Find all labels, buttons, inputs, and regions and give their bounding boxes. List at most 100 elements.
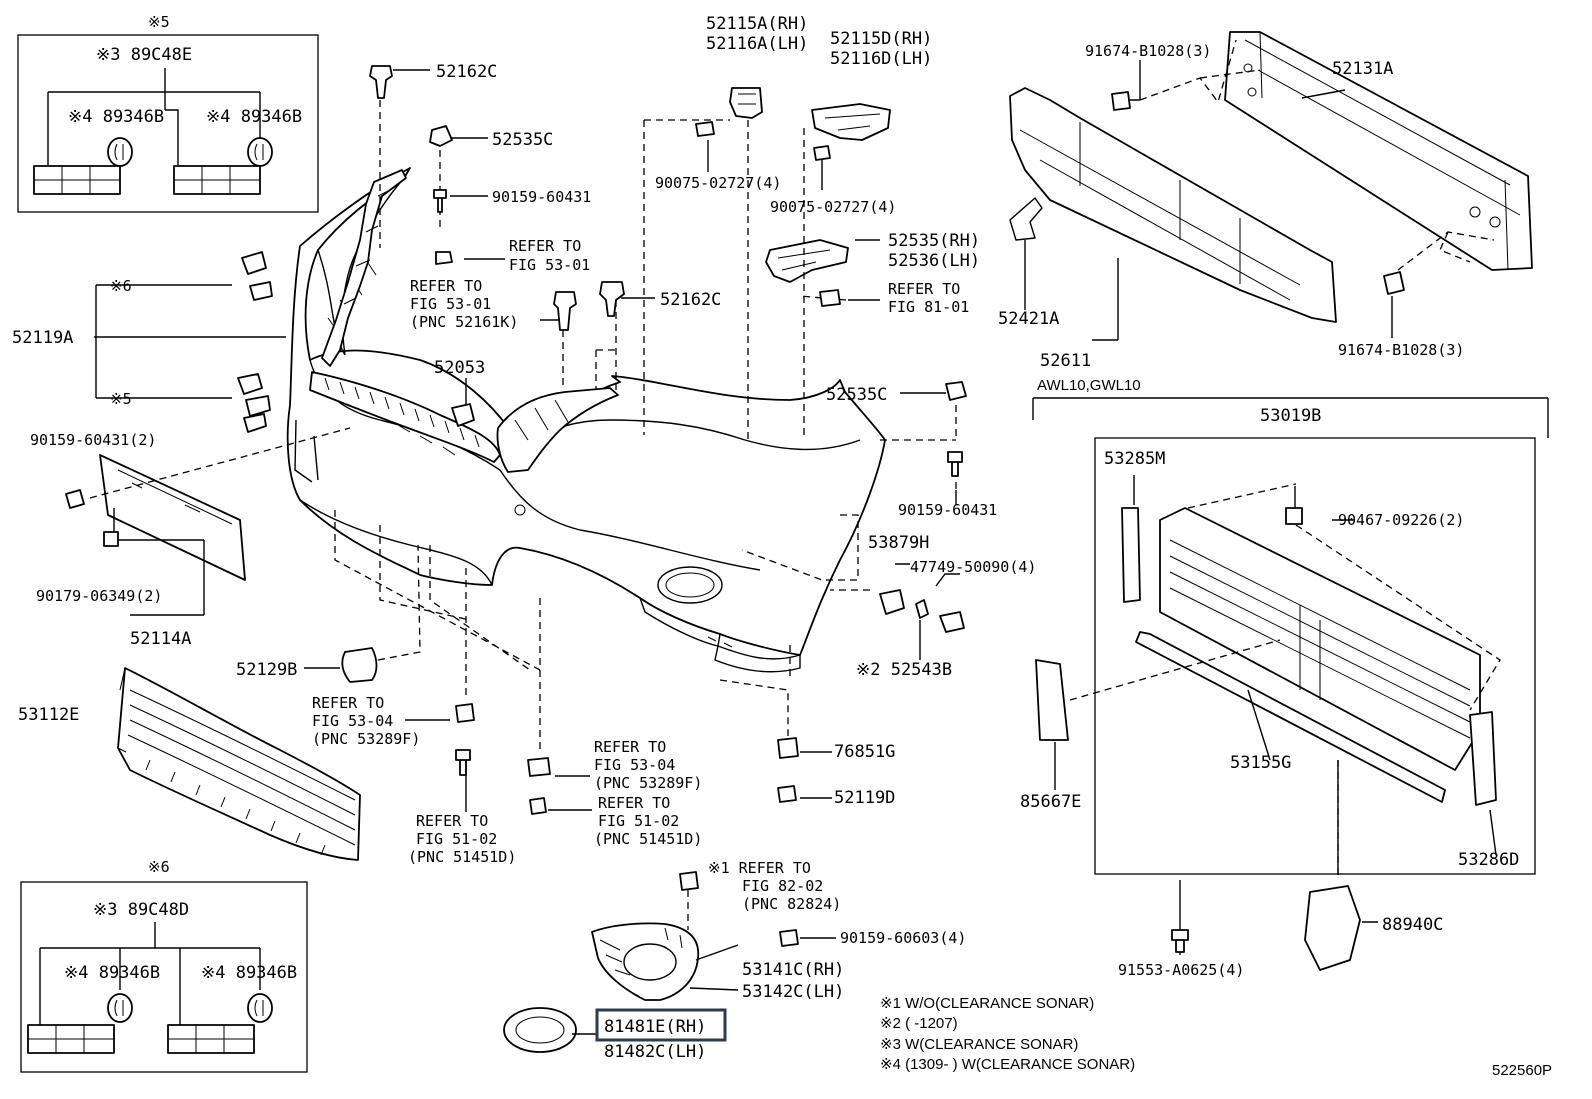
label-refer-53-04-b-line1: REFER TO (594, 738, 666, 756)
side-retainer-left (321, 169, 407, 367)
label-47749: 47749-50090(4) (910, 558, 1036, 576)
clip-refer-82-02-icon (679, 871, 699, 891)
upper-retainer-strip (309, 371, 501, 463)
clip-refer-53-04-a-icon (455, 703, 475, 723)
clip-refer-53-04-b-icon (527, 757, 551, 777)
inset-top-frame (17, 34, 319, 213)
label-53112E: 53112E (18, 705, 79, 725)
clip-52053-icon (451, 403, 475, 427)
grommets-mark5-icon (237, 373, 271, 433)
label-refer-53-01-b-line2: FIG 53-01 (410, 295, 491, 313)
label-52536-lh: 52536(LH) (888, 251, 980, 271)
label-90159-60603: 90159-60603(4) (840, 929, 966, 947)
bolt-90159-60431-right-icon (947, 451, 963, 477)
label-52162C-top: 52162C (436, 62, 497, 82)
label-52535C-right: 52535C (826, 385, 887, 405)
reinforcement-52131A (1224, 31, 1533, 271)
label-90159-60431-top: 90159-60431 (492, 188, 591, 206)
label-refer-82-02-line1: ※1 REFER TO (708, 859, 811, 877)
shutter-assembly-53019B (1032, 397, 1549, 971)
label-refer-51-02-a-line1: REFER TO (416, 812, 488, 830)
label-model-note: AWL10,GWL10 (1037, 377, 1141, 394)
cap-52129B (341, 647, 378, 683)
nut-90179-06349-icon (103, 531, 119, 547)
label-52162C-mid: 52162C (660, 290, 721, 310)
label-53879H: 53879H (868, 533, 929, 553)
label-mark5: ※5 (110, 390, 132, 408)
label-refer-82-02-line3: (PNC 82824) (742, 895, 841, 913)
label-refer-53-01-a-line2: FIG 53-01 (509, 256, 590, 274)
label-refer-53-01-a-line1: REFER TO (509, 237, 581, 255)
screw-52119D-icon (777, 785, 797, 803)
label-refer-82-02-line2: FIG 82-02 (742, 877, 823, 895)
footnote-1: ※1 W/O(CLEARANCE SONAR) (880, 995, 1094, 1012)
bumper-cover-52119A (286, 167, 886, 673)
label-refer-53-04-a-line3: (PNC 53289F) (312, 730, 420, 748)
sonar-retainer-left (33, 165, 121, 195)
screw-refer-51-02-a-icon (455, 749, 471, 776)
label-refer-53-04-a-line2: FIG 53-04 (312, 712, 393, 730)
label-52114A: 52114A (130, 629, 191, 649)
label-52543B: ※2 52543B (856, 660, 952, 680)
label-91674-top: 91674-B1028(3) (1085, 42, 1211, 60)
bracket-52115A (729, 87, 763, 119)
clip-52162C-mid-icon (599, 281, 625, 317)
label-refer-51-02-b-line2: FIG 51-02 (598, 812, 679, 830)
inset-top-right-clip: ※4 89346B (206, 107, 302, 127)
bracket-52115D (811, 103, 891, 141)
label-refer-53-04-b-line3: (PNC 53289F) (594, 774, 702, 792)
label-52115D-rh: 52115D(RH) (830, 29, 932, 49)
highlight-box-81481E (595, 1008, 727, 1042)
label-refer-53-04-b-line2: FIG 53-04 (594, 756, 675, 774)
label-52119D: 52119D (834, 788, 895, 808)
clip-90467-icon (1285, 507, 1303, 525)
label-53285M: 53285M (1104, 449, 1165, 469)
label-81481E[interactable]: 81481E(RH) (604, 1017, 706, 1037)
center-retainer-bracket (496, 387, 619, 473)
fastener-symbols (65, 65, 1405, 953)
sonar-retainer-right (167, 1024, 255, 1054)
inset-bottom-mark: ※6 (148, 858, 170, 876)
label-refer-81-01-line2: FIG 81-01 (888, 298, 969, 316)
label-refer-53-01-b-line1: REFER TO (410, 277, 482, 295)
label-81482C: 81482C(LH) (604, 1042, 706, 1062)
bolt-91553-icon (1171, 929, 1189, 953)
clip-52161K-icon (553, 291, 577, 331)
label-90467: 90467-09226(2) (1338, 511, 1464, 529)
bracket-52535 (765, 239, 849, 283)
label-refer-51-02-b-line1: REFER TO (598, 794, 670, 812)
footnote-2: ※2 ( -1207) (880, 1015, 958, 1032)
label-52119A: 52119A (12, 328, 73, 348)
bolt-90159-60431-icon (433, 189, 447, 213)
screw-refer-51-02-b-icon (529, 797, 547, 815)
label-91674-bottom: 91674-B1028(3) (1338, 341, 1464, 359)
nut-52535C-icon (429, 125, 453, 147)
bolt-90075-left-icon (695, 121, 715, 137)
inset-bottom: ※6 ※3 89C48D ※4 89346B ※4 89346B (20, 858, 308, 1073)
label-mark6: ※6 (110, 277, 132, 295)
bolt-47749-icon (939, 611, 965, 633)
bolt-91674-bottom-icon (1383, 271, 1405, 295)
label-refer-51-02-b-line3: (PNC 51451D) (594, 830, 702, 848)
inset-bottom-main-part: ※3 89C48D (93, 900, 189, 920)
label-76851G: 76851G (834, 742, 895, 762)
clip-52162C-icon (369, 65, 393, 99)
label-52115A-rh: 52115A(RH) (706, 14, 808, 34)
label-91553: 91553-A0625(4) (1118, 961, 1244, 979)
bolt-90075-right-icon (813, 145, 831, 161)
label-refer-53-04-a-line1: REFER TO (312, 694, 384, 712)
label-refer-53-01-b-line3: (PNC 52161K) (410, 313, 518, 331)
label-53141C-rh: 53141C(RH) (742, 960, 844, 980)
sonar-retainer-left (27, 1024, 115, 1054)
label-52116D-lh: 52116D(LH) (830, 49, 932, 69)
inset-top-left-clip: ※4 89346B (68, 107, 164, 127)
leader-lines (89, 39, 1501, 1035)
lower-grille-53112E (117, 667, 361, 861)
label-52116A-lh: 52116A(LH) (706, 34, 808, 54)
fog-bracket-53141C (591, 922, 700, 1001)
inset-bottom-frame (20, 881, 308, 1073)
bolt-90159-60431-2-icon (65, 489, 85, 509)
sensor-53879H-icon (879, 589, 905, 615)
bolt-90159-60603-icon (779, 929, 799, 947)
